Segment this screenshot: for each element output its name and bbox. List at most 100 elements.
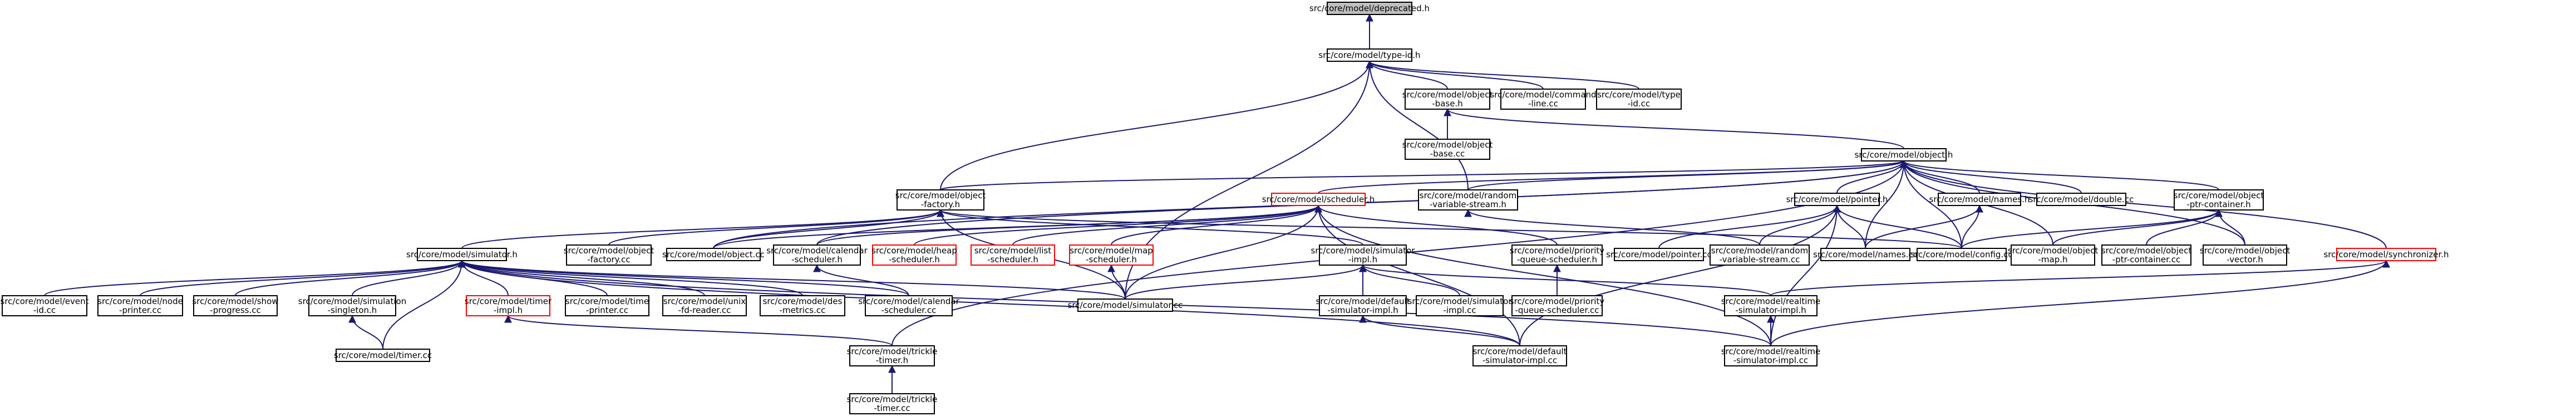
- node-deprecated-h[interactable]: src/core/model/deprecated.h: [1309, 2, 1430, 15]
- node-label: src/core/model/calendar: [766, 246, 868, 256]
- node-label: src/core/model/realtime: [1721, 346, 1821, 356]
- node-type-id-cc[interactable]: src/core/model/type-id.cc: [1596, 89, 1682, 110]
- node-command-line-cc[interactable]: src/core/model/command-line.cc: [1490, 89, 1597, 110]
- node-box: [1938, 193, 2021, 206]
- node-object-base-cc[interactable]: src/core/model/object-base.cc: [1402, 139, 1493, 160]
- node-object-factory-cc[interactable]: src/core/model/object-factory.cc: [564, 244, 654, 266]
- node-object-factory-h[interactable]: src/core/model/object-factory.h: [895, 189, 986, 211]
- node-trickle-timer-cc[interactable]: src/core/model/trickle-timer.cc: [847, 393, 938, 414]
- edge-path: [1900, 160, 1962, 249]
- node-box: [1418, 189, 1518, 211]
- node-label: -impl.h: [494, 305, 523, 315]
- edge-path: [1125, 264, 1367, 300]
- edge-path: [461, 209, 944, 249]
- node-pointer-h[interactable]: src/core/model/pointer.h: [1786, 193, 1888, 206]
- node-box: [849, 393, 935, 414]
- node-scheduler-h[interactable]: src/core/model/scheduler.h: [1262, 193, 1375, 206]
- node-config-cc[interactable]: src/core/model/config.cc: [1910, 248, 2013, 261]
- node-names-h[interactable]: src/core/model/names.h: [1929, 193, 2030, 206]
- node-unix-fd-reader-cc[interactable]: src/core/model/unix-fd-reader.cc: [662, 295, 747, 316]
- node-priority-queue-scheduler-cc[interactable]: src/core/model/priority-queue-scheduler.…: [1510, 295, 1605, 316]
- node-node-printer-cc[interactable]: src/core/model/node-printer.cc: [97, 295, 183, 316]
- node-object-cc[interactable]: src/core/model/object.cc: [662, 248, 765, 261]
- node-default-simulator-impl-cc[interactable]: src/core/model/default-simulator-impl.cc: [1472, 345, 1567, 366]
- node-calendar-scheduler-h[interactable]: src/core/model/calendar-scheduler.h: [766, 244, 868, 266]
- node-simulator-h[interactable]: src/core/model/simulator.h: [406, 248, 518, 261]
- node-time-printer-cc[interactable]: src/core/model/time-printer.cc: [565, 295, 649, 316]
- node-label: -id.cc: [33, 305, 56, 315]
- node-timer-impl-h[interactable]: src/core/model/timer-impl.h: [465, 295, 552, 316]
- node-box: [760, 295, 845, 316]
- node-box: [1319, 295, 1407, 316]
- node-label: -vector.h: [2227, 255, 2263, 265]
- node-label: src/core/model/object: [895, 190, 986, 200]
- node-realtime-simulator-impl-cc[interactable]: src/core/model/realtime-simulator-impl.c…: [1721, 345, 1821, 366]
- edge-synchronizer_h-to-realtime_simulator_impl_cc: [1770, 260, 2390, 346]
- edge-object_h-to-scheduler_h: [1318, 160, 1908, 194]
- node-object-base-h[interactable]: src/core/model/object-base.h: [1402, 89, 1493, 110]
- node-label: -variable-stream.h: [1430, 199, 1506, 209]
- node-box: [193, 295, 278, 316]
- node-label: src/core/model/object.cc: [662, 249, 765, 260]
- node-box: [466, 295, 550, 316]
- edge-path: [1900, 160, 2082, 194]
- node-priority-queue-scheduler-h[interactable]: src/core/model/priority-queue-scheduler.…: [1510, 244, 1605, 266]
- node-box: [1511, 295, 1603, 316]
- edge-path: [458, 260, 909, 296]
- node-map-scheduler-h[interactable]: src/core/model/map-scheduler.h: [1069, 244, 1154, 266]
- edge-path: [1314, 204, 1558, 246]
- node-layer: src/core/model/deprecated.h src/core/mode…: [1, 2, 2449, 414]
- edge-object_h-to-double_cc: [1900, 160, 2082, 194]
- node-list-scheduler-h[interactable]: src/core/model/list-scheduler.h: [971, 244, 1055, 266]
- node-object-vector-h[interactable]: src/core/model/object-vector.h: [2200, 244, 2291, 266]
- edge-path: [44, 260, 466, 296]
- node-label: -scheduler.h: [987, 255, 1038, 265]
- node-object-ptr-container-h[interactable]: src/core/model/object-ptr-container.h: [2174, 189, 2264, 211]
- edge-path: [713, 209, 944, 249]
- node-trickle-timer-h[interactable]: src/core/model/trickle-timer.h: [847, 345, 938, 366]
- node-simulator-impl-cc[interactable]: src/core/model/simulator-impl.cc: [1408, 295, 1513, 316]
- node-pointer-cc[interactable]: src/core/model/pointer.cc: [1606, 248, 1712, 261]
- node-label: -ptr-container.cc: [2112, 255, 2180, 265]
- node-object-ptr-container-cc[interactable]: src/core/model/object-ptr-container.cc: [2101, 244, 2192, 266]
- node-object-map-h[interactable]: src/core/model/object-map.h: [2008, 244, 2099, 266]
- edge-scheduler_h-to-heap_scheduler_h: [914, 204, 1322, 246]
- node-label: src/core/model/simulation: [298, 296, 406, 306]
- node-calendar-scheduler-cc[interactable]: src/core/model/calendar-scheduler.cc: [858, 295, 960, 316]
- node-label: src/core/model/trickle: [847, 346, 938, 356]
- node-label: src/core/model/pointer.cc: [1606, 249, 1712, 260]
- node-des-metrics-cc[interactable]: src/core/model/des-metrics.cc: [760, 295, 845, 316]
- node-synchronizer-h[interactable]: src/core/model/synchronizer.h: [2323, 248, 2449, 261]
- node-timer-cc[interactable]: src/core/model/timer.cc: [334, 349, 432, 362]
- node-heap-scheduler-h[interactable]: src/core/model/heap-scheduler.h: [871, 244, 957, 266]
- node-show-progress-cc[interactable]: src/core/model/show-progress.cc: [192, 295, 279, 316]
- node-box: [97, 295, 183, 316]
- node-event-id-cc[interactable]: src/core/model/event-id.cc: [1, 295, 89, 316]
- edge-simulator_impl_h-to-simulator_impl_cc: [1359, 264, 1460, 296]
- node-label: -line.cc: [1528, 99, 1558, 109]
- node-realtime-simulator-impl-h[interactable]: src/core/model/realtime-simulator-impl.h: [1721, 295, 1821, 316]
- node-default-simulator-impl-h[interactable]: src/core/model/default-simulator-impl.h: [1316, 295, 1410, 316]
- node-type-id-h[interactable]: src/core/model/type-id.h: [1318, 48, 1421, 62]
- node-simulation-singleton-h[interactable]: src/core/model/simulation-singleton.h: [298, 295, 406, 316]
- node-box: [1319, 244, 1407, 266]
- node-label: src/core/model/simulator.cc: [1068, 300, 1183, 310]
- node-simulator-impl-h[interactable]: src/core/model/simulator-impl.h: [1311, 244, 1416, 266]
- node-label: -timer.cc: [874, 403, 910, 413]
- node-random-variable-stream-h[interactable]: src/core/model/random-variable-stream.h: [1418, 189, 1518, 211]
- edge-path: [458, 260, 1520, 346]
- node-label: -scheduler.h: [889, 255, 940, 265]
- node-double-cc[interactable]: src/core/model/double.cc: [2029, 193, 2134, 206]
- edge-simulation_singleton_h-to-timer_cc: [348, 315, 383, 350]
- edge-path: [1366, 60, 1639, 90]
- node-label: src/core/model/names.cc: [1813, 249, 1918, 260]
- node-box: [773, 244, 861, 266]
- node-label: src/core/model/calendar: [858, 296, 959, 306]
- node-box: [1405, 89, 1490, 110]
- node-simulator-cc[interactable]: src/core/model/simulator.cc: [1068, 298, 1183, 312]
- node-random-variable-stream-cc[interactable]: src/core/model/random-variable-stream.cc: [1710, 244, 1810, 266]
- edge-path: [352, 260, 466, 296]
- edge-path: [1833, 204, 1962, 249]
- node-object-h[interactable]: src/core/model/object.h: [1855, 148, 1953, 161]
- node-names-cc[interactable]: src/core/model/names.cc: [1813, 248, 1918, 261]
